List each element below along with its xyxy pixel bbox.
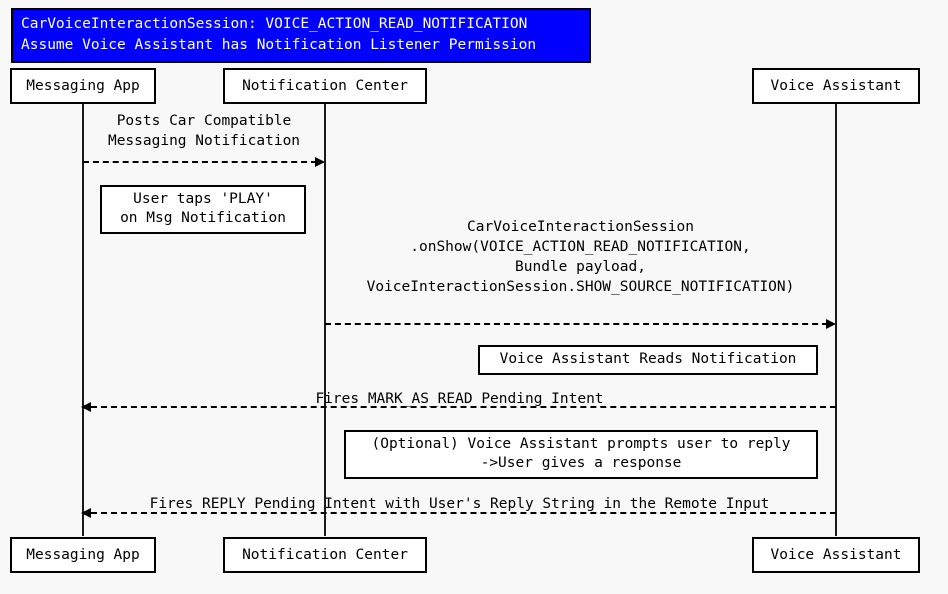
- message-fires-reply-arrow-head: [81, 508, 91, 518]
- participant-header-notification-center[interactable]: Notification Center: [223, 68, 427, 104]
- message-fires-reply-arrow-line: [91, 512, 836, 514]
- message-on-show-arrow-head: [826, 319, 836, 329]
- message-fires-mark-as-read-label: Fires MARK_AS_READ Pending Intent: [315, 391, 604, 407]
- participant-header-voice-assistant-label: Voice Assistant: [770, 77, 902, 94]
- diagram-title-line-2: Assume Voice Assistant has Notification …: [21, 37, 537, 53]
- message-posts-label-line-2: Messaging Notification: [107, 133, 301, 149]
- participant-footer-notification-center-label: Notification Center: [242, 546, 408, 563]
- participant-footer-voice-assistant[interactable]: Voice Assistant: [752, 537, 920, 573]
- participant-header-messaging-app[interactable]: Messaging App: [10, 68, 156, 104]
- lifeline-notification-center: [324, 104, 326, 536]
- message-on-show-label-line-4: VoiceInteractionSession.SHOW_SOURCE_NOTI…: [366, 279, 795, 295]
- note-voice-assistant-reads-line-1: Voice Assistant Reads Notification: [499, 351, 797, 367]
- message-on-show-arrow-line: [325, 323, 828, 325]
- note-user-taps-play: User taps 'PLAY' on Msg Notification: [100, 185, 306, 234]
- note-optional-prompt-reply-line-1: (Optional) Voice Assistant prompts user …: [371, 436, 791, 452]
- message-fires-mark-as-read-arrow-head: [81, 402, 91, 412]
- note-optional-prompt-reply-line-2: ->User gives a response: [480, 455, 682, 471]
- message-fires-mark-as-read-arrow-line: [91, 406, 836, 408]
- message-on-show-label-line-2: .onShow(VOICE_ACTION_READ_NOTIFICATION,: [410, 239, 751, 255]
- message-posts-arrow-head: [315, 157, 325, 167]
- lifeline-messaging-app: [82, 104, 84, 536]
- lifeline-voice-assistant: [835, 104, 837, 536]
- note-voice-assistant-reads: Voice Assistant Reads Notification: [478, 345, 818, 375]
- note-user-taps-play-line-2: on Msg Notification: [120, 210, 286, 226]
- message-on-show-label-line-1: CarVoiceInteractionSession: [467, 219, 694, 235]
- diagram-title-line-1: CarVoiceInteractionSession: VOICE_ACTION…: [21, 16, 528, 32]
- participant-footer-notification-center[interactable]: Notification Center: [223, 537, 427, 573]
- message-fires-reply-label: Fires REPLY Pending Intent with User's R…: [149, 496, 770, 512]
- participant-footer-messaging-app-label: Messaging App: [26, 546, 140, 563]
- participant-footer-voice-assistant-label: Voice Assistant: [770, 546, 902, 563]
- diagram-title-box: CarVoiceInteractionSession: VOICE_ACTION…: [11, 8, 591, 63]
- participant-footer-messaging-app[interactable]: Messaging App: [10, 537, 156, 573]
- participant-header-messaging-app-label: Messaging App: [26, 77, 140, 94]
- participant-header-notification-center-label: Notification Center: [242, 77, 408, 94]
- participant-header-voice-assistant[interactable]: Voice Assistant: [752, 68, 920, 104]
- note-optional-prompt-reply: (Optional) Voice Assistant prompts user …: [344, 430, 818, 479]
- message-posts-arrow-line: [83, 161, 317, 163]
- message-posts-label-line-1: Posts Car Compatible: [116, 113, 292, 129]
- note-user-taps-play-line-1: User taps 'PLAY': [133, 191, 273, 207]
- message-on-show-label-line-3: Bundle payload,: [515, 259, 646, 275]
